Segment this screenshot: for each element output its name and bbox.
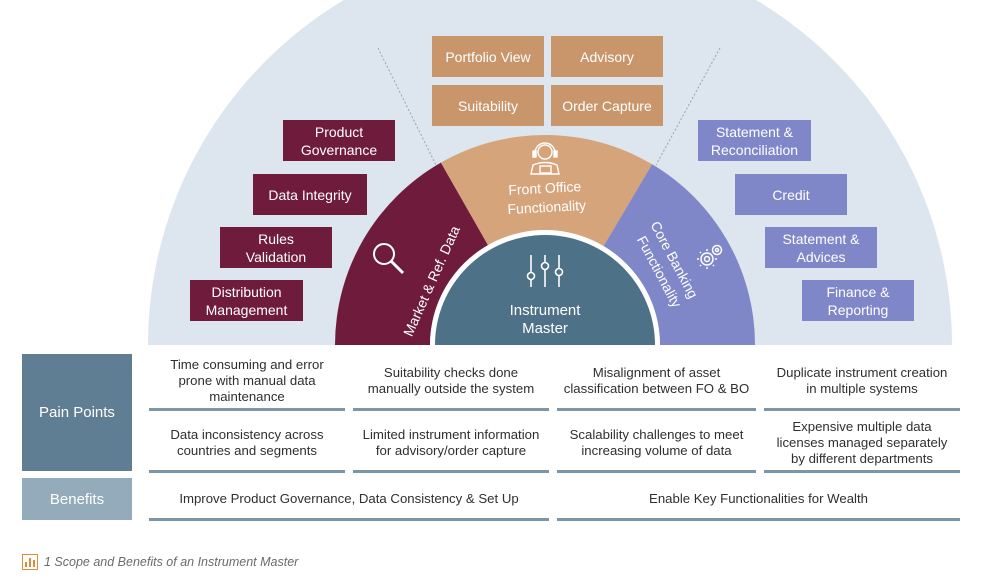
pain-point-2-3: Scalability challenges to meet increasin… — [557, 415, 756, 473]
benefits-label: Benefits — [22, 478, 132, 520]
chip-portfolio-view: Portfolio View — [432, 36, 544, 77]
front-office-sector — [440, 134, 653, 247]
chip-label-line2: Reporting — [827, 301, 889, 318]
operator-headset-icon — [530, 142, 560, 175]
chip-data-integrity: Data Integrity — [253, 174, 367, 215]
chip-label-line1: Finance & — [826, 283, 890, 300]
pain-point-text: Misalignment of asset classification bet… — [563, 364, 750, 396]
market-ref-data-sector — [335, 162, 488, 345]
benefit-1: Improve Product Governance, Data Consist… — [149, 479, 549, 521]
chip-label-line2: Reconciliation — [710, 141, 799, 158]
pain-point-2-1: Data inconsistency across countries and … — [149, 415, 345, 473]
pain-point-text: Time consuming and error prone with manu… — [170, 356, 324, 404]
pain-point-1-1: Time consuming and error prone with manu… — [149, 353, 345, 411]
pain-point-2-4: Expensive multiple data licenses managed… — [764, 415, 960, 473]
chip-label-line2: Validation — [245, 248, 307, 265]
chip-order-capture: Order Capture — [551, 85, 663, 126]
pain-point-1-4: Duplicate instrument creation in multipl… — [764, 353, 960, 411]
divider-line-left — [377, 47, 437, 166]
benefit-text: Improve Product Governance, Data Consist… — [179, 490, 519, 506]
chip-label-line2: Governance — [300, 141, 378, 158]
chip-label: Order Capture — [562, 97, 652, 114]
benefit-2: Enable Key Functionalities for Wealth — [557, 479, 960, 521]
pain-point-text: Scalability challenges to meet increasin… — [569, 426, 744, 458]
chip-label: Portfolio View — [445, 48, 531, 65]
pain-point-text: Limited instrument information for advis… — [362, 426, 540, 458]
benefits-label-text: Benefits — [49, 490, 105, 508]
chip-label-line1: Data Integrity — [268, 186, 352, 203]
chip-label-line2: Advices — [796, 248, 846, 265]
pain-point-2-2: Limited instrument information for advis… — [353, 415, 549, 473]
chip-label-line1: Distribution — [211, 283, 282, 300]
scope-diagram: Front Office Functionality Market & Ref.… — [148, 0, 952, 345]
gears-icon — [697, 244, 723, 269]
instrument-master-core — [435, 235, 655, 345]
pain-point-1-3: Misalignment of asset classification bet… — [557, 353, 756, 411]
chip-label-line1: Product — [314, 123, 364, 140]
chip-label-line1: Credit — [772, 186, 810, 203]
chip-label-line1: Rules — [258, 230, 294, 247]
benefit-text: Enable Key Functionalities for Wealth — [649, 490, 868, 506]
pain-point-text: Data inconsistency across countries and … — [170, 426, 324, 458]
pain-point-1-2: Suitability checks done manually outside… — [353, 353, 549, 411]
pain-points-label-text: Pain Points — [39, 404, 115, 421]
chip-advisory: Advisory — [551, 36, 663, 77]
magnifier-icon — [373, 243, 405, 275]
pain-point-text: Duplicate instrument creation in multipl… — [776, 364, 948, 396]
pain-points-label: Pain Points — [22, 354, 132, 471]
chip-product-governance: Product Governance — [283, 120, 395, 161]
chip-label: Advisory — [580, 48, 634, 65]
chip-credit: Credit — [735, 174, 847, 215]
pain-point-text: Expensive multiple data licenses managed… — [776, 418, 948, 466]
core-banking-sector — [603, 164, 755, 345]
front-office-label-2: Functionality — [507, 197, 586, 217]
chip-statement-reconciliation: Statement & Reconciliation — [698, 120, 811, 161]
chip-label-line1: Statement & — [782, 230, 860, 247]
caption-text: 1 Scope and Benefits of an Instrument Ma… — [44, 555, 299, 569]
chip-suitability: Suitability — [432, 85, 544, 126]
chip-rules-validation: Rules Validation — [220, 227, 332, 268]
chip-finance-reporting: Finance & Reporting — [802, 280, 914, 321]
chip-label-line1: Statement & — [715, 123, 794, 140]
sliders-icon — [526, 255, 564, 287]
chip-statement-advices: Statement & Advices — [765, 227, 877, 268]
chip-distribution-management: Distribution Management — [190, 280, 303, 321]
chip-label: Suitability — [458, 97, 518, 114]
instrument-master-label-2: Master — [522, 320, 568, 337]
figure-caption: 1 Scope and Benefits of an Instrument Ma… — [22, 553, 298, 571]
instrument-master-label-1: Instrument — [510, 302, 582, 319]
chip-label-line2: Management — [205, 301, 288, 318]
front-office-label-1: Front Office — [508, 178, 582, 198]
chart-icon — [22, 554, 38, 570]
pain-point-text: Suitability checks done manually outside… — [367, 364, 535, 396]
